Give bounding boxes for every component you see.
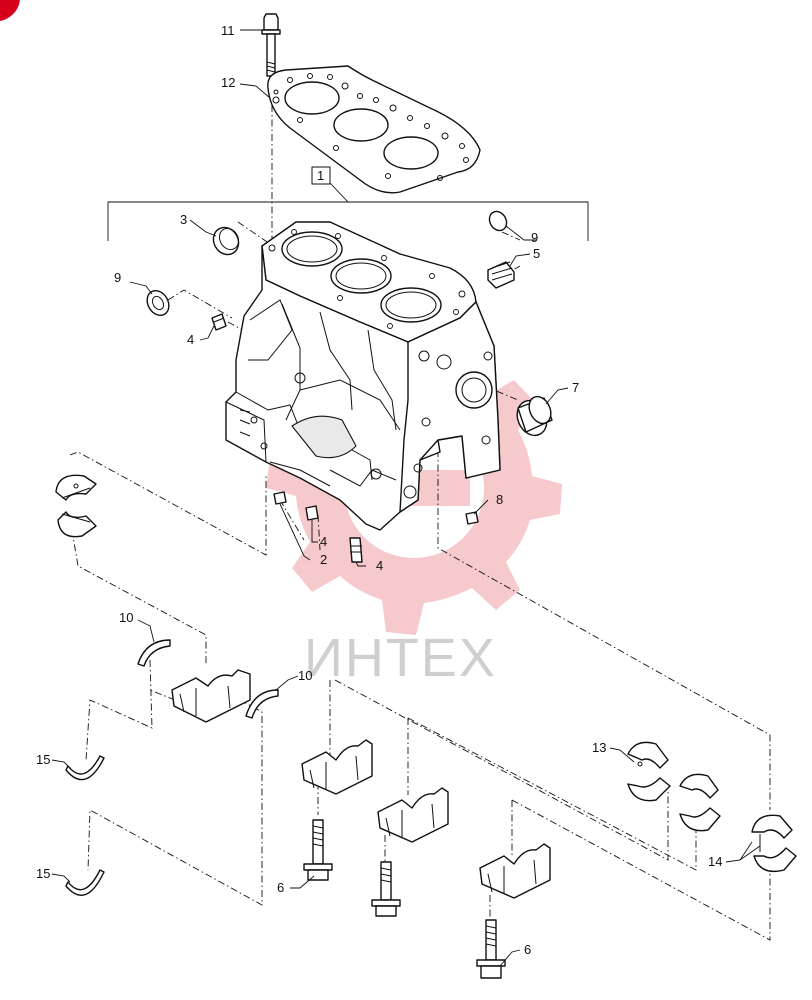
- plug-right: [488, 210, 508, 232]
- callout-box-1: [311, 166, 331, 185]
- bearing-shell-mid: [679, 773, 721, 832]
- leader-lines: [51, 29, 761, 967]
- callout-4-lower: 4: [376, 558, 383, 573]
- callout-9-right: 9: [531, 230, 538, 245]
- thrust-washer-right: [245, 689, 279, 719]
- callout-6-left: 6: [277, 880, 284, 895]
- callout-9-left: 9: [114, 270, 121, 285]
- threaded-fitting: [487, 261, 515, 289]
- callout-6-right: 6: [524, 942, 531, 957]
- expansion-plug: [212, 226, 240, 256]
- bearing-cap-2: [301, 739, 373, 795]
- cap-bolt-3: [476, 919, 506, 979]
- bearing-shell-13: [627, 741, 671, 802]
- bearing-shell-14: [751, 814, 797, 873]
- cap-bolt-2: [371, 861, 401, 917]
- bearing-cap-4: [479, 843, 551, 899]
- callout-4-mid: 4: [320, 534, 327, 549]
- callout-labels: 11 12 1 3 9 5 9 4 7 8 4 2 4 10 10 13 15 …: [36, 23, 722, 957]
- callout-12: 12: [221, 75, 235, 90]
- cap-bolt-1: [303, 819, 333, 881]
- callout-14: 14: [708, 854, 722, 869]
- bushing: [516, 395, 553, 437]
- thrust-washer-left: [137, 639, 171, 667]
- callout-3: 3: [180, 212, 187, 227]
- callout-10-right: 10: [298, 668, 312, 683]
- callout-7: 7: [572, 380, 579, 395]
- seal-left: [146, 289, 170, 317]
- callout-8: 8: [496, 492, 503, 507]
- dowel-pin-upper: [211, 313, 227, 331]
- callout-4-upper: 4: [187, 332, 194, 347]
- callout-10-left: 10: [119, 610, 133, 625]
- callout-13: 13: [592, 740, 606, 755]
- bearing-cap-1: [171, 669, 251, 723]
- assembly-bracket: [107, 166, 589, 241]
- bearing-shell-upper: [55, 474, 97, 538]
- callout-1: 1: [317, 168, 324, 183]
- head-gasket: [267, 65, 481, 194]
- cylinder-block: [225, 221, 501, 531]
- callout-15-lower: 15: [36, 866, 50, 881]
- callout-5: 5: [533, 246, 540, 261]
- small-pins: [273, 491, 479, 563]
- head-bolt: [261, 13, 281, 77]
- watermark-text: ИНТЕХ: [304, 628, 497, 688]
- thrust-half-lower: [65, 869, 105, 896]
- bearing-cap-3: [377, 787, 449, 843]
- thrust-half-upper: [65, 755, 105, 781]
- callout-2: 2: [320, 552, 327, 567]
- callout-11: 11: [221, 23, 235, 38]
- corner-badge: [0, 0, 20, 21]
- callout-15-upper: 15: [36, 752, 50, 767]
